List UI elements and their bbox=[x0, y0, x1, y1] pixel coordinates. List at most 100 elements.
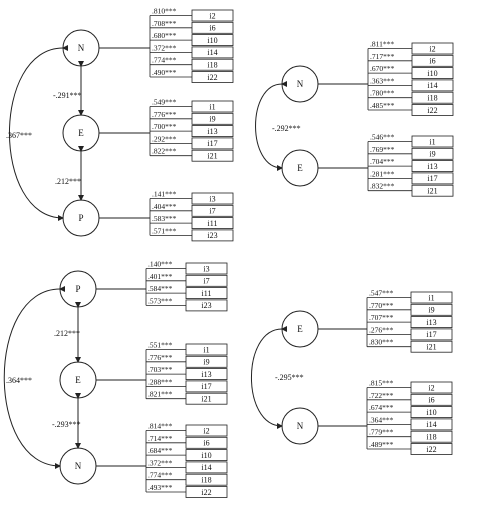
item-box-i1 bbox=[411, 135, 454, 148]
item-box-i10 bbox=[411, 67, 454, 79]
item-box-i18 bbox=[191, 58, 234, 71]
correlation-value: .212*** bbox=[54, 329, 80, 338]
loading-value: .583*** bbox=[152, 214, 177, 223]
item-box-i7 bbox=[191, 204, 234, 217]
item-box-i22 bbox=[411, 104, 454, 116]
item-box-i21 bbox=[185, 392, 228, 405]
loading-value: .832*** bbox=[370, 182, 395, 191]
item-box-i23 bbox=[185, 299, 228, 312]
item-box-i22 bbox=[185, 486, 228, 498]
item-label: i21 bbox=[426, 343, 436, 352]
loading-value: .680*** bbox=[152, 31, 177, 40]
item-label: i17 bbox=[427, 174, 437, 183]
item-label: i14 bbox=[201, 463, 211, 472]
loading-value: .708*** bbox=[152, 19, 177, 28]
loading-value: .707*** bbox=[369, 313, 394, 322]
item-box-i9 bbox=[410, 303, 453, 316]
item-box-i2 bbox=[410, 381, 453, 394]
item-box-i1 bbox=[185, 343, 228, 356]
correlation-value: -.293*** bbox=[52, 420, 81, 429]
item-label: i13 bbox=[426, 318, 436, 327]
correlation-arc bbox=[250, 325, 288, 429]
item-label: i22 bbox=[427, 106, 437, 115]
loading-value: .714*** bbox=[148, 434, 173, 443]
item-box-i14 bbox=[191, 46, 234, 59]
item-box-i11 bbox=[185, 287, 228, 300]
loading-value: .489*** bbox=[369, 440, 394, 449]
item-label: i17 bbox=[201, 382, 211, 391]
loading-value: .779*** bbox=[369, 428, 394, 437]
item-box-i9 bbox=[191, 112, 234, 125]
loading-value: .776*** bbox=[152, 110, 177, 119]
item-box-i21 bbox=[191, 149, 234, 162]
item-label: i17 bbox=[426, 330, 436, 339]
item-box-i14 bbox=[411, 79, 454, 92]
factor-label: E bbox=[297, 163, 303, 173]
loading-value: .276*** bbox=[369, 325, 394, 334]
loading-value: .401*** bbox=[148, 272, 173, 281]
item-label: i21 bbox=[207, 152, 217, 161]
item-box-i17 bbox=[410, 328, 453, 341]
factor-label: E bbox=[78, 128, 84, 138]
item-box-i2 bbox=[411, 42, 454, 55]
loading-value: .485*** bbox=[370, 101, 395, 110]
loading-value: .703*** bbox=[148, 365, 173, 374]
correlation-arc bbox=[3, 285, 66, 469]
item-label: i11 bbox=[202, 289, 212, 298]
item-label: i7 bbox=[209, 207, 215, 216]
item-label: i10 bbox=[426, 408, 436, 417]
loading-value: .584*** bbox=[148, 284, 173, 293]
item-label: i14 bbox=[207, 48, 217, 57]
item-label: i14 bbox=[426, 420, 436, 429]
item-label: i1 bbox=[209, 102, 215, 111]
loading-value: .722*** bbox=[369, 391, 394, 400]
loading-value: .551*** bbox=[148, 341, 173, 350]
loading-value: .571*** bbox=[152, 226, 177, 235]
item-label: i18 bbox=[426, 433, 436, 442]
correlation-value: -.291*** bbox=[53, 91, 82, 100]
item-box-i23 bbox=[191, 229, 234, 242]
item-box-i3 bbox=[185, 262, 228, 275]
item-box-i6 bbox=[191, 21, 234, 34]
loading-value: .810*** bbox=[152, 7, 177, 16]
item-box-i13 bbox=[410, 316, 453, 329]
item-label: i2 bbox=[428, 383, 434, 392]
loading-value: .141*** bbox=[152, 190, 177, 199]
item-label: i21 bbox=[427, 187, 437, 196]
item-label: i18 bbox=[427, 94, 437, 103]
item-label: i3 bbox=[209, 194, 215, 203]
item-label: i18 bbox=[201, 476, 211, 485]
item-label: i13 bbox=[201, 370, 211, 379]
item-box-i17 bbox=[185, 380, 228, 393]
correlation-value: -.295*** bbox=[275, 373, 304, 382]
item-label: i23 bbox=[201, 301, 211, 310]
item-box-i17 bbox=[191, 137, 234, 150]
correlation-value: .367*** bbox=[6, 131, 32, 140]
item-box-i2 bbox=[191, 9, 234, 22]
loading-value: .776*** bbox=[148, 353, 173, 362]
correlation-value: .212*** bbox=[55, 177, 81, 186]
loading-value: .404*** bbox=[152, 202, 177, 211]
loading-value: .774*** bbox=[148, 471, 173, 480]
item-label: i18 bbox=[207, 61, 217, 70]
loading-value: .814*** bbox=[148, 422, 173, 431]
item-label: i2 bbox=[209, 11, 215, 20]
item-label: i10 bbox=[427, 69, 437, 78]
model-b: Ni2.811***i6.717***i10.670***i14.363***i… bbox=[255, 40, 454, 197]
item-label: i14 bbox=[427, 81, 437, 90]
loading-value: .769*** bbox=[370, 145, 395, 154]
correlation-arc bbox=[255, 80, 288, 171]
loading-value: .281*** bbox=[370, 169, 395, 178]
item-label: i9 bbox=[429, 150, 435, 159]
loading-value: .780*** bbox=[370, 89, 395, 98]
item-label: i10 bbox=[201, 451, 211, 460]
item-label: i2 bbox=[203, 426, 209, 435]
item-box-i10 bbox=[410, 406, 453, 419]
factor-label: P bbox=[78, 213, 83, 223]
loading-value: .573*** bbox=[148, 296, 173, 305]
loading-value: .815*** bbox=[369, 379, 394, 388]
item-box-i11 bbox=[191, 217, 234, 230]
item-box-i21 bbox=[410, 340, 453, 353]
loading-value: .830*** bbox=[369, 338, 394, 347]
factor-label: P bbox=[75, 284, 80, 294]
